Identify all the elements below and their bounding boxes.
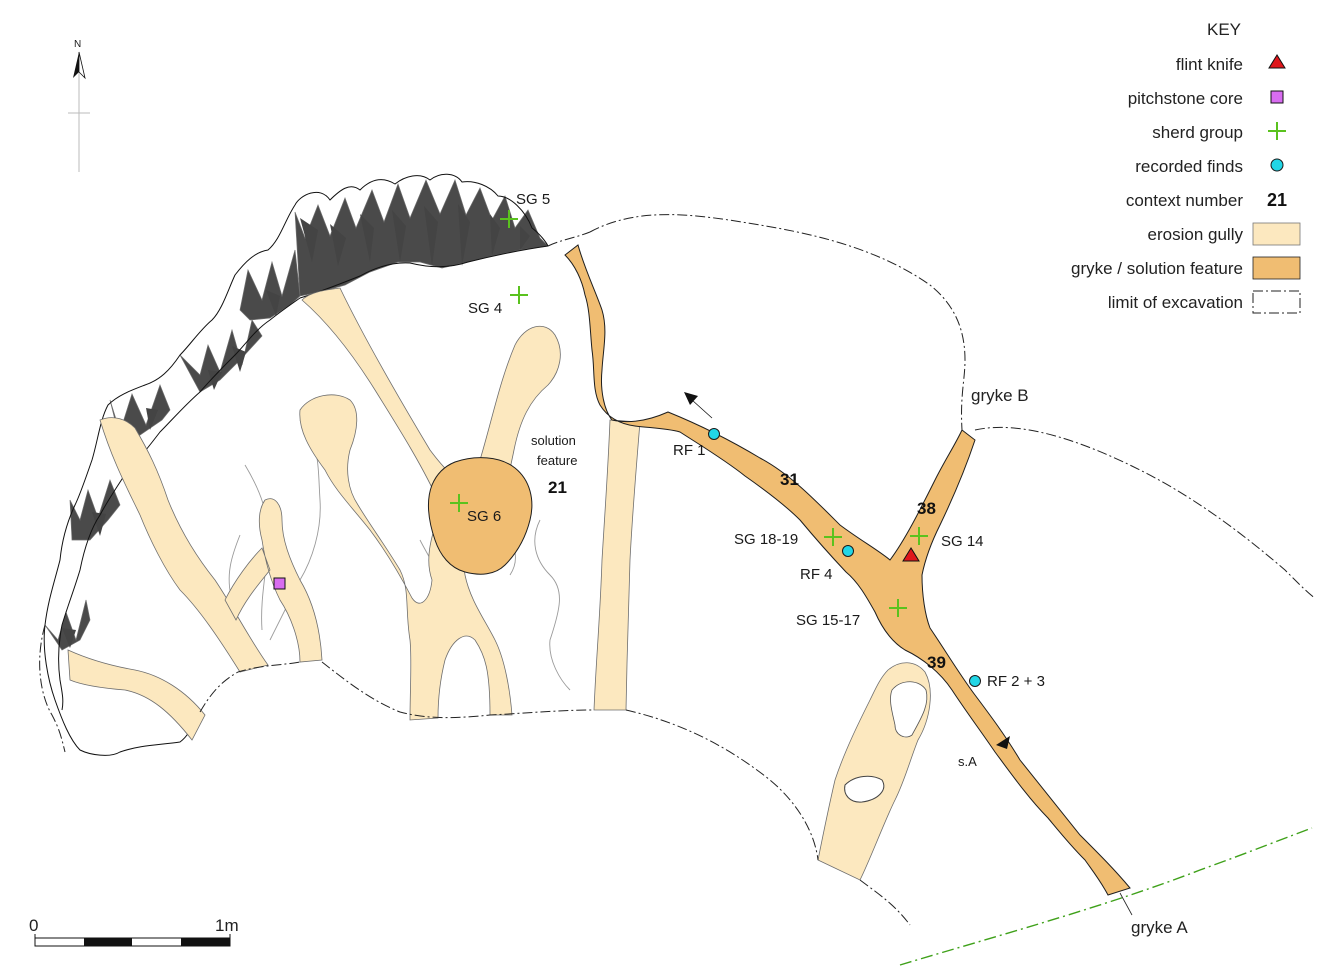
gully-sw-lobe [67, 649, 206, 741]
scale-bar [34, 934, 231, 947]
gryke-features [427, 244, 1131, 896]
gryke-a-label: gryke A [1131, 918, 1188, 937]
section-arrow-south [996, 736, 1010, 749]
legend-limit-swatch [1252, 290, 1301, 314]
solution-feature-21 [427, 457, 533, 575]
gully-hollow-2 [890, 681, 928, 738]
recorded-find-markers [708, 428, 981, 687]
legend-recorded-finds-icon [1270, 158, 1284, 172]
sg14-label: SG 14 [941, 533, 984, 550]
north-label: N [74, 39, 81, 50]
gully-hollow-1 [844, 775, 885, 803]
context-31-label: 31 [780, 470, 799, 489]
gryke-b-label: gryke B [971, 386, 1029, 405]
legend-flint-knife-icon [1268, 54, 1286, 69]
flint-knife-marker [902, 547, 920, 562]
legend-title: KEY [1207, 20, 1241, 39]
legend-erosion-gully-swatch [1252, 222, 1301, 246]
limit-of-excavation [39, 214, 1316, 926]
gully-west [299, 394, 513, 721]
gully-vertical [593, 419, 641, 711]
section-arrow-north [684, 392, 698, 405]
legend-context-number-sample: 21 [1267, 190, 1287, 210]
rf4-label: RF 4 [800, 566, 833, 583]
rf2-3-label: RF 2 + 3 [987, 673, 1045, 690]
sg6-label: SG 6 [467, 508, 501, 525]
pitchstone-core-marker [273, 577, 286, 590]
sg18-19-marker [824, 528, 842, 546]
survey-line [899, 827, 1313, 966]
gully-far-west [99, 417, 269, 673]
context-38-label: 38 [917, 499, 936, 518]
section-a-label: s.A [958, 754, 977, 769]
legend-label-flint-knife: flint knife [1176, 55, 1243, 74]
rf1-marker [708, 428, 720, 440]
legend-pitchstone-core-icon [1270, 90, 1284, 104]
legend-label-limit: limit of excavation [1108, 293, 1243, 312]
sg4-marker [510, 286, 528, 304]
legend-label-gryke: gryke / solution feature [1071, 259, 1243, 278]
legend: KEY flint knife pitchstone core sherd gr… [1071, 20, 1301, 314]
context-21-label: 21 [548, 478, 567, 497]
legend-label-erosion-gully: erosion gully [1148, 225, 1244, 244]
legend-sherd-group-icon [1268, 122, 1286, 140]
legend-gryke-swatch [1252, 256, 1301, 280]
sherd-group-markers [450, 210, 928, 617]
scale-bar-end-label: 1m [215, 916, 239, 935]
sg15-17-label: SG 15-17 [796, 612, 860, 629]
context-39-label: 39 [927, 653, 946, 672]
legend-label-sherd-group: sherd group [1152, 123, 1243, 142]
sg14-marker [910, 527, 928, 545]
rf2-3-marker [969, 675, 981, 687]
sg4-label: SG 4 [468, 300, 502, 317]
solution-feature-label-1: solution [531, 433, 576, 448]
gryke-a-and-branch [564, 244, 1131, 896]
rf1-label: RF 1 [673, 442, 706, 459]
rf4-marker [842, 545, 854, 557]
solution-feature-label-2: feature [537, 453, 577, 468]
sg5-label: SG 5 [516, 191, 550, 208]
legend-label-context-number: context number [1126, 191, 1244, 210]
scarp-hachures [44, 179, 549, 651]
sg6-marker [450, 494, 468, 512]
scarp-edge [294, 173, 549, 247]
sg5-marker [500, 210, 518, 228]
sg18-19-label: SG 18-19 [734, 531, 798, 548]
sg15-17-marker [889, 599, 907, 617]
scale-bar-start-label: 0 [29, 916, 38, 935]
legend-label-recorded-finds: recorded finds [1135, 157, 1243, 176]
legend-label-pitchstone-core: pitchstone core [1128, 89, 1243, 108]
north-arrow-icon [68, 51, 90, 172]
